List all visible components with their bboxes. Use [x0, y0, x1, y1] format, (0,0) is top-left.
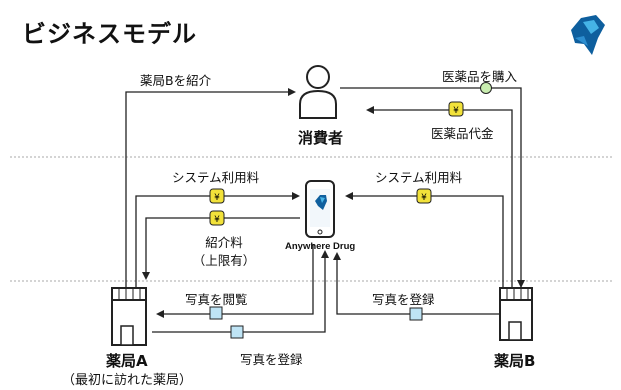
- photo-icon: [230, 325, 244, 339]
- consumer-label: 消費者: [298, 129, 344, 147]
- pharmacy-a-building-icon: [111, 287, 147, 346]
- page-title: ビジネスモデル: [22, 20, 197, 48]
- brand-logo-icon: [571, 15, 605, 55]
- pharmacy-b-building-icon: [499, 287, 533, 341]
- svg-text:¥: ¥: [453, 106, 459, 116]
- svg-text:¥: ¥: [214, 215, 220, 225]
- flow-buy-drugs-arrow: [340, 87, 522, 288]
- flow-buy-drugs-label: 医薬品を購入: [442, 69, 518, 84]
- consumer-person-icon: [299, 65, 337, 119]
- yen-coin-icon: ¥: [209, 188, 225, 204]
- flow-referral-fee-label: 紹介料: [205, 235, 243, 250]
- flow-system-fee-a-arrow: [135, 192, 300, 288]
- flow-introduce-b-arrow: [125, 88, 296, 288]
- yen-coin-icon: ¥: [209, 210, 225, 226]
- pharmacy-a-note: （最初に訪れた薬局）: [62, 373, 193, 388]
- flow-introduce-b-label: 薬局Bを紹介: [140, 73, 212, 88]
- flow-register-photo-b-arrow: [333, 252, 500, 315]
- app-name-label: Anywhere Drug: [285, 241, 356, 252]
- photo-icon: [409, 307, 423, 321]
- flow-system-fee-b-label: システム利用料: [375, 170, 463, 185]
- flow-system-fee-b-arrow: [345, 192, 504, 288]
- flow-register-photo-a-label: 写真を登録: [240, 352, 303, 367]
- yen-coin-icon: ¥: [416, 188, 432, 204]
- flow-drug-fee-label: 医薬品代金: [431, 126, 494, 141]
- purchase-dot-icon: [480, 82, 492, 94]
- flow-register-photo-b-label: 写真を登録: [372, 292, 435, 307]
- yen-coin-icon: ¥: [448, 101, 464, 117]
- svg-text:¥: ¥: [421, 193, 427, 203]
- flow-system-fee-a-label: システム利用料: [172, 170, 260, 185]
- flow-referral-fee-arrow: [142, 217, 300, 280]
- pharmacy-b-label: 薬局B: [494, 352, 536, 370]
- flow-referral-fee-note: （上限有）: [192, 253, 256, 268]
- smartphone-app-icon: [305, 180, 335, 238]
- photo-icon: [209, 306, 223, 320]
- flow-view-photo-label: 写真を閲覧: [185, 292, 248, 307]
- pharmacy-a-label: 薬局A: [106, 352, 148, 370]
- flow-drug-fee-arrow: [366, 106, 513, 288]
- flow-register-photo-a-arrow: [152, 250, 329, 333]
- svg-text:¥: ¥: [214, 193, 220, 203]
